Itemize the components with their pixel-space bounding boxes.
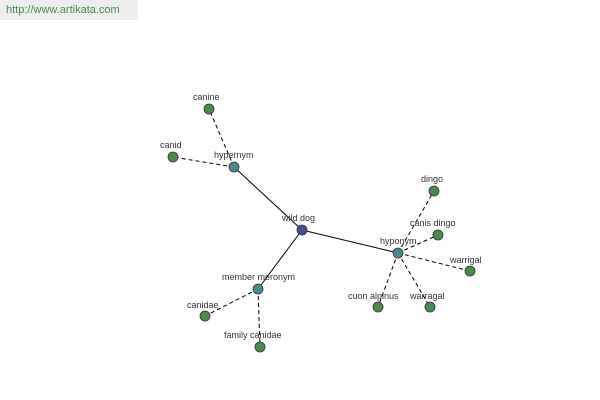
node-marker-canis-dingo[interactable] — [432, 229, 444, 241]
node-label-canid: canid — [160, 140, 182, 150]
edge-member-meronym-to-family-canidae — [257, 288, 261, 348]
edge-hyponym-to-cuon-alpinus — [377, 252, 399, 308]
node-marker-canid[interactable] — [167, 151, 179, 163]
node-marker-hyponym[interactable] — [392, 247, 404, 259]
node-marker-warrigal-1[interactable] — [464, 265, 476, 277]
node-label-canine: canine — [193, 92, 220, 102]
node-label-canis-dingo: canis dingo — [410, 218, 456, 228]
node-label-family-canidae: family canidae — [224, 330, 282, 340]
url-bar: http://www.artikata.com — [0, 0, 138, 20]
node-marker-wild-dog[interactable] — [296, 224, 308, 236]
edge-hyponym-to-dingo — [397, 190, 435, 254]
node-wild-dog[interactable]: wild dog — [281, 213, 315, 236]
node-label-warrigal-1: warrigal — [449, 255, 482, 265]
node-label-cuon-alpinus: cuon alpinus — [348, 291, 399, 301]
node-marker-warragal[interactable] — [424, 301, 436, 313]
node-dingo[interactable]: dingo — [421, 174, 443, 197]
node-marker-canidae[interactable] — [199, 310, 211, 322]
edge-hyponym-to-warragal — [397, 252, 431, 308]
node-marker-cuon-alpinus[interactable] — [372, 301, 384, 313]
node-canis-dingo[interactable]: canis dingo — [410, 218, 456, 241]
node-canine[interactable]: canine — [193, 92, 220, 115]
node-member-meronym[interactable]: member meronym — [222, 272, 295, 295]
node-label-dingo: dingo — [421, 174, 443, 184]
node-label-hyponym: hyponym — [380, 236, 417, 246]
node-warragal[interactable]: warragal — [409, 291, 445, 313]
node-label-member-meronym: member meronym — [222, 272, 295, 282]
edge-hypernym-to-canine — [208, 108, 235, 168]
node-marker-canine[interactable] — [203, 103, 215, 115]
node-hyponym[interactable]: hyponym — [380, 236, 417, 259]
edge-hyponym-to-warrigal-1 — [397, 252, 471, 272]
edge-hypernym-to-canid — [172, 156, 235, 168]
node-canid[interactable]: canid — [160, 140, 182, 163]
edge-wild-dog-to-hypernym — [233, 166, 303, 231]
node-marker-dingo[interactable] — [428, 185, 440, 197]
node-canidae[interactable]: canidae — [187, 300, 219, 322]
url-link[interactable]: http://www.artikata.com — [6, 4, 120, 16]
node-marker-family-canidae[interactable] — [254, 341, 266, 353]
edges-layer — [172, 108, 471, 348]
node-label-canidae: canidae — [187, 300, 219, 310]
edge-hyponym-to-canis-dingo — [397, 234, 439, 254]
node-warrigal-1[interactable]: warrigal — [449, 255, 482, 277]
node-label-warragal: warragal — [409, 291, 445, 301]
edge-member-meronym-to-canidae — [204, 288, 259, 317]
node-marker-member-meronym[interactable] — [252, 283, 264, 295]
edge-wild-dog-to-member-meronym — [257, 229, 303, 290]
node-hypernym[interactable]: hypernym — [214, 150, 254, 173]
node-cuon-alpinus[interactable]: cuon alpinus — [348, 291, 399, 313]
node-label-wild-dog: wild dog — [281, 213, 315, 223]
nodes-layer: wild dog hypernym hyponym member meronym can… — [160, 92, 482, 353]
node-label-hypernym: hypernym — [214, 150, 254, 160]
edge-wild-dog-to-hyponym — [301, 229, 399, 254]
node-family-canidae[interactable]: family canidae — [224, 330, 282, 353]
node-marker-hypernym[interactable] — [228, 161, 240, 173]
